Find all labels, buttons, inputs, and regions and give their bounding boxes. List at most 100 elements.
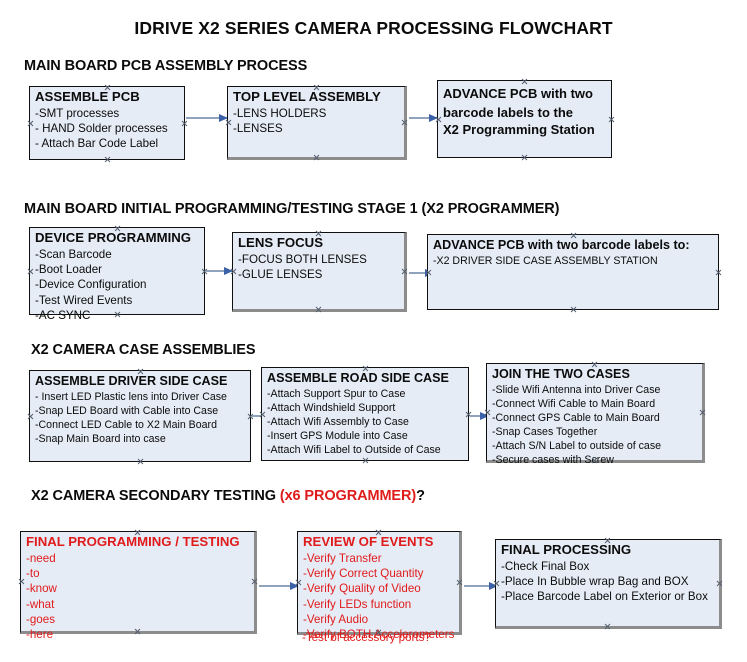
node-list-item: -Attach Wifi Label to Outside of Case <box>267 444 441 456</box>
node-list-item: -Boot Loader <box>35 263 103 277</box>
node-list-item: -Place In Bubble wrap Bag and BOX <box>501 575 689 589</box>
node-list-item: -to <box>26 567 40 581</box>
node-list-item: -Connect Wifi Cable to Main Board <box>492 398 656 410</box>
node-title: ASSEMBLE ROAD SIDE CASE <box>267 371 449 385</box>
node-advance-pcb-to-x2-programming-station[interactable]: ADVANCE PCB with two barcode labels to t… <box>437 80 612 158</box>
node-list-item: -Attach Support Spur to Case <box>267 388 406 400</box>
node-advance-pcb-to-driver-side-case-assembly[interactable]: ADVANCE PCB with two barcode labels to: … <box>427 234 719 310</box>
node-list-item: barcode labels to the <box>443 104 574 120</box>
resize-handle-bottom[interactable] <box>604 623 611 630</box>
arrowhead-icon <box>290 581 299 590</box>
connector-review-of-events-to-final-processing <box>464 581 498 590</box>
node-list-item: -X2 DRIVER SIDE CASE ASSEMBLY STATION <box>433 255 658 267</box>
node-list-item: -Snap LED Board with Cable into Case <box>35 405 219 417</box>
arrowhead-icon <box>219 113 228 122</box>
node-list-item: -goes <box>26 612 56 626</box>
connector-device-programming-to-lens-focus <box>206 266 233 275</box>
resize-handle-bottom[interactable] <box>570 306 577 313</box>
node-list-item: -what <box>26 597 55 611</box>
resize-handle-left[interactable] <box>27 268 34 275</box>
node-title: FINAL PROGRAMMING / TESTING <box>26 534 240 549</box>
resize-handle-bottom[interactable] <box>137 458 144 465</box>
connector-road-side-to-join-cases <box>470 411 489 420</box>
node-title: ADVANCE PCB with two barcode labels to: <box>433 238 690 252</box>
node-list-item: -AC SYNC <box>35 308 91 322</box>
node-review-of-events[interactable]: REVIEW OF EVENTS -Verify Transfer -Verif… <box>297 531 462 641</box>
section-heading-text: MAIN BOARD INITIAL PROGRAMMING/TESTING S… <box>24 201 560 217</box>
node-title: ASSEMBLE DRIVER SIDE CASE <box>35 374 228 388</box>
node-list-item: -LENS HOLDERS <box>233 107 327 120</box>
node-list-item: -Attach S/N Label to outside of case <box>492 440 662 452</box>
node-title: FINAL PROCESSING <box>501 542 632 557</box>
node-assemble-pcb[interactable]: ASSEMBLE PCB -SMT processes - HAND Solde… <box>29 86 185 160</box>
node-list-item: -LENSES <box>233 122 283 136</box>
node-join-the-two-cases[interactable]: JOIN THE TWO CASES -Slide Wifi Antenna i… <box>486 363 705 466</box>
node-list-item: -SMT processes <box>35 107 120 120</box>
node-list-item: -Check Final Box <box>501 560 590 573</box>
resize-handle-left[interactable] <box>27 120 34 127</box>
node-list-item: X2 Programming Station <box>443 122 595 137</box>
node-list-item: -Verify BOTH Accelerometers <box>303 628 455 642</box>
node-list-item: -Slide Wifi Antenna into Driver Case <box>492 384 661 396</box>
node-list-item: -Verify Transfer <box>303 552 382 565</box>
resize-handle-bottom[interactable] <box>521 154 528 161</box>
node-list-item: -Connect LED Cable to X2 Main Board <box>35 419 217 431</box>
node-final-programming-testing[interactable]: FINAL PROGRAMMING / TESTING -need -to -k… <box>18 531 257 641</box>
resize-handle-right[interactable] <box>715 269 722 276</box>
section-heading-text: MAIN BOARD PCB ASSEMBLY PROCESS <box>24 58 308 74</box>
arrowhead-icon <box>224 266 233 275</box>
node-final-processing[interactable]: FINAL PROCESSING -Check Final Box -Place… <box>495 539 722 629</box>
node-list-item: -Place Barcode Label on Exterior or Box <box>501 590 708 604</box>
node-list-item: -Device Configuration <box>35 278 147 292</box>
resize-handle-bottom[interactable] <box>313 154 320 161</box>
resize-handle-top[interactable] <box>521 78 528 85</box>
section-heading-x2-camera-secondary-testing: X2 CAMERA SECONDARY TESTING (x6 PROGRAMM… <box>31 488 425 504</box>
resize-handle-left[interactable] <box>18 578 25 585</box>
resize-handle-bottom[interactable] <box>315 306 322 313</box>
node-list-item: -Snap Main Board into case <box>35 433 166 445</box>
section-heading-x2-camera-case-assemblies: X2 CAMERA CASE ASSEMBLIES <box>31 342 256 358</box>
node-list-item: - HAND Solder processes <box>35 122 168 136</box>
node-title: ASSEMBLE PCB <box>35 89 140 104</box>
node-list-item: -Test Wired Events <box>35 293 133 307</box>
node-assemble-road-side-case[interactable]: ASSEMBLE ROAD SIDE CASE -Attach Support … <box>261 367 469 461</box>
node-list-item: -Verify Audio <box>303 612 369 626</box>
section-heading-text: X2 CAMERA SECONDARY TESTING <box>31 488 280 504</box>
node-overflow-list-item: -Test of accessory ports? <box>302 631 431 644</box>
node-assemble-driver-side-case[interactable]: ASSEMBLE DRIVER SIDE CASE - Insert LED P… <box>29 370 251 462</box>
section-heading-main-board-pcb-assembly-process: MAIN BOARD PCB ASSEMBLY PROCESS <box>24 58 307 74</box>
node-title: TOP LEVEL ASSEMBLY <box>233 89 381 104</box>
connector-final-programming-to-review-of-events <box>259 581 299 590</box>
node-device-programming[interactable]: DEVICE PROGRAMMING -Scan Barcode -Boot L… <box>27 227 205 322</box>
node-top-level-assembly[interactable]: TOP LEVEL ASSEMBLY -LENS HOLDERS -LENSES <box>227 86 407 160</box>
node-list-item: -FOCUS BOTH LENSES <box>238 253 367 266</box>
node-list-item: -Verify LEDs function <box>303 597 412 611</box>
page-title: IDRIVE X2 SERIES CAMERA PROCESSING FLOWC… <box>134 18 613 38</box>
resize-handle-bottom[interactable] <box>104 156 111 163</box>
node-list-item: -Snap Cases Together <box>492 426 598 438</box>
resize-handle-bottom[interactable] <box>362 457 369 464</box>
node-list-item: -Insert GPS Module into Case <box>267 430 408 442</box>
section-heading-text: X2 CAMERA CASE ASSEMBLIES <box>31 342 256 358</box>
node-title: REVIEW OF EVENTS <box>303 534 434 549</box>
node-title: LENS FOCUS <box>238 235 323 250</box>
node-list-item: -Scan Barcode <box>35 248 112 261</box>
node-list-item: - Insert LED Plastic lens into Driver Ca… <box>35 391 227 403</box>
resize-handle-left[interactable] <box>27 413 34 420</box>
node-list-item: -Attach Windshield Support <box>267 402 396 414</box>
node-lens-focus[interactable]: LENS FOCUS -FOCUS BOTH LENSES -GLUE LENS… <box>232 232 407 312</box>
section-heading-main-board-initial-programming: MAIN BOARD INITIAL PROGRAMMING/TESTING S… <box>24 201 560 217</box>
node-list-item: -Attach Wifi Assembly to Case <box>267 416 409 428</box>
node-list-item: -know <box>26 582 57 596</box>
section-heading-accent: (x6 PROGRAMMER) <box>279 488 417 504</box>
section-heading-tail: ? <box>416 488 425 504</box>
node-title: JOIN THE TWO CASES <box>492 367 630 381</box>
node-list-item: -Secure cases with Screw <box>492 454 614 466</box>
node-list-item: -here <box>26 628 54 642</box>
arrowhead-icon <box>429 113 438 122</box>
arrowhead-icon <box>480 411 489 420</box>
node-list-item: -Verify Quality of Video <box>303 582 421 596</box>
node-title: DEVICE PROGRAMMING <box>35 230 192 245</box>
node-list-item: -Connect GPS Cable to Main Board <box>492 412 660 424</box>
